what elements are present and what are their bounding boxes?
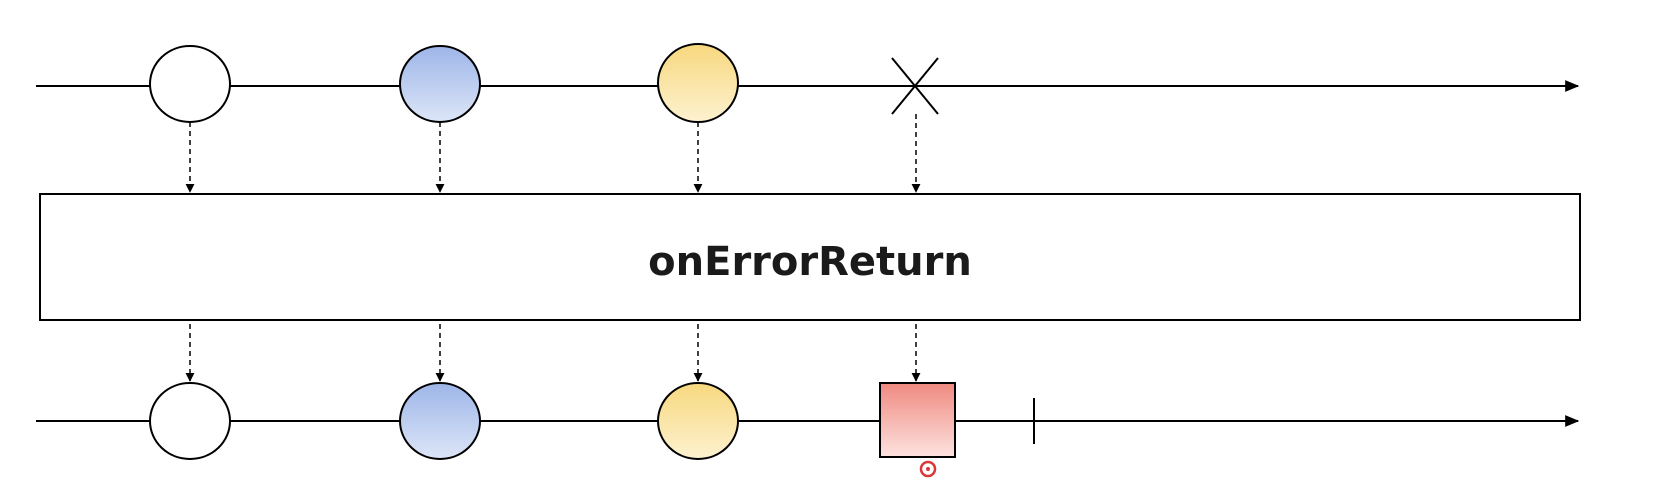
cursor-indicator-icon	[919, 460, 937, 478]
result-marble-red-square	[879, 382, 956, 458]
result-marble-blue	[399, 382, 481, 460]
operator-box	[39, 193, 1581, 321]
source-marble-blue	[399, 45, 481, 123]
result-marble-yellow	[657, 382, 739, 460]
operator-label: onErrorReturn	[648, 239, 972, 285]
error-x-icon	[891, 57, 939, 115]
source-marble-white	[149, 45, 231, 123]
source-marble-yellow	[657, 43, 739, 123]
result-marble-white	[149, 382, 231, 460]
